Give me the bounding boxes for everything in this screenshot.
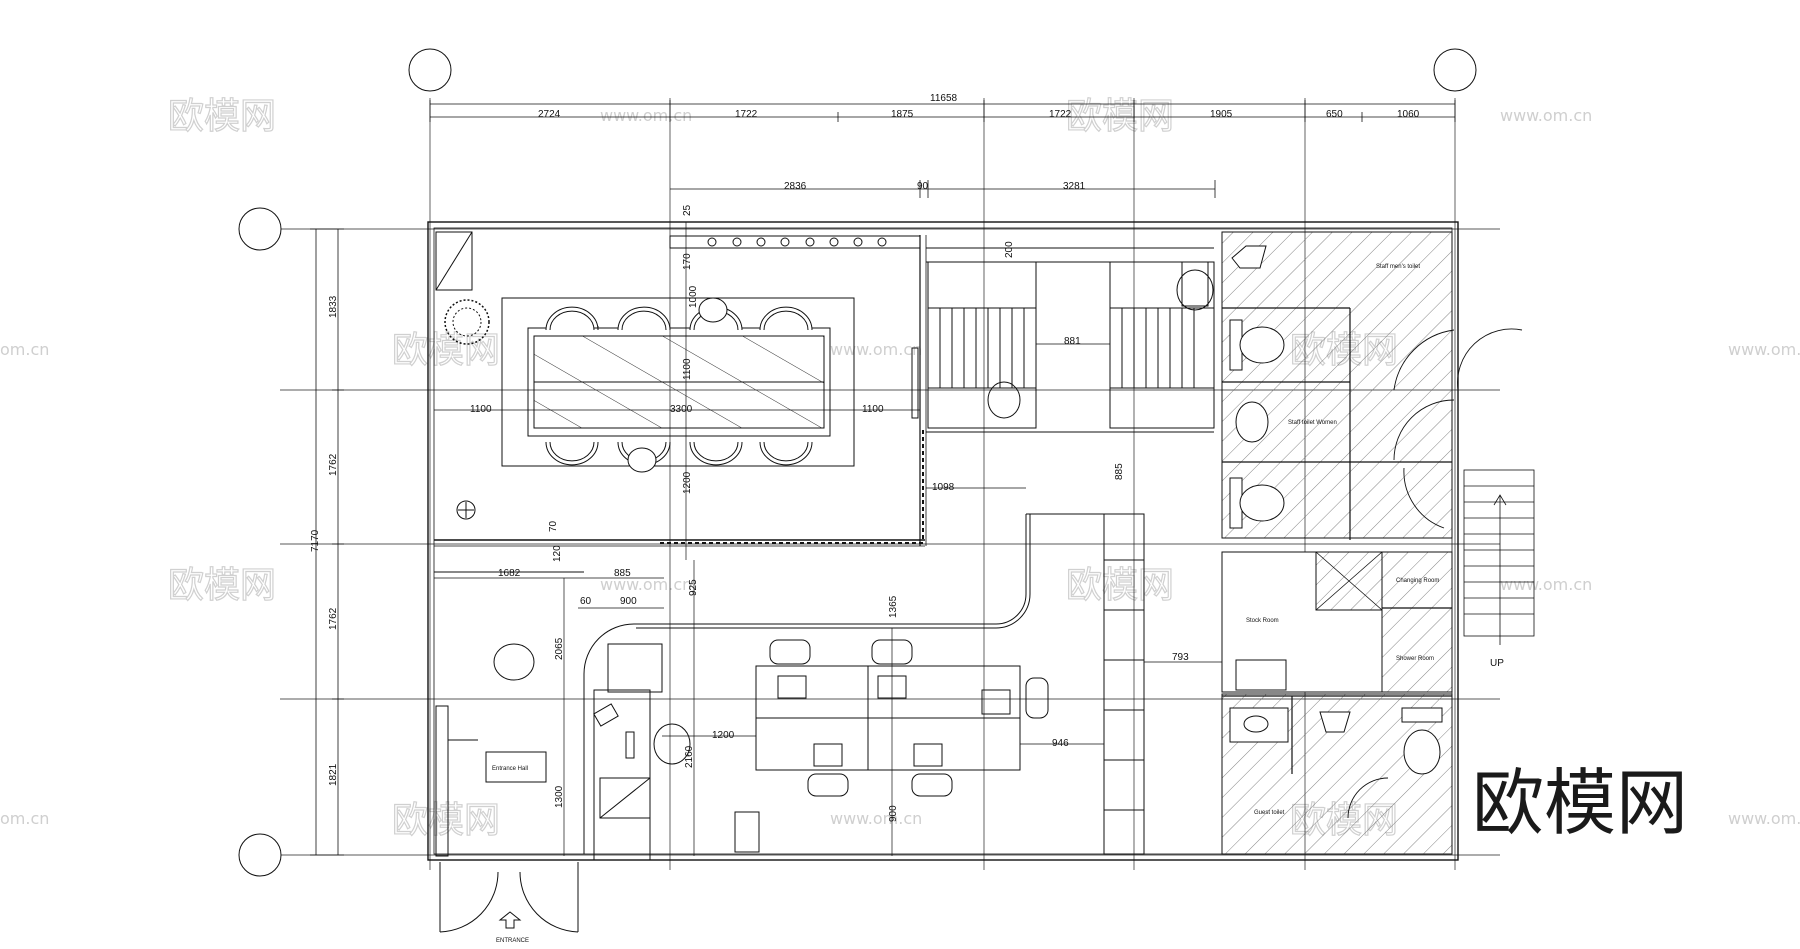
dim-3300: 3300: [670, 404, 693, 415]
room-label-changing-room: Changing Room: [1396, 578, 1439, 584]
dim-1682: 1682: [498, 568, 521, 579]
dim-900-a: 900: [620, 596, 637, 607]
room-label-guest-toilet: Guest toilet: [1254, 810, 1285, 816]
dim-left-seg-1: 1833: [328, 295, 339, 318]
dim-left-seg-2: 1762: [328, 453, 339, 476]
dim-1098: 1098: [932, 482, 955, 493]
dim-885-a: 885: [1114, 463, 1125, 480]
dim-top-seg-1: 2724: [538, 109, 561, 120]
watermark-url: www.om.cn: [1728, 809, 1800, 828]
dim-1300: 1300: [554, 785, 565, 808]
watermark-url: www.om.cn: [1500, 575, 1592, 594]
watermark-url: om.cn: [0, 809, 49, 828]
watermark-url: om.cn: [0, 340, 49, 359]
work-area: [583, 513, 1145, 861]
left-dimension-chain: [310, 228, 344, 856]
grid-bubbles: [238, 48, 1477, 877]
dim-25: 25: [682, 204, 693, 216]
watermark-url: www.om.cn: [600, 106, 692, 125]
watermark-url: www.om.cn: [830, 340, 922, 359]
dim-left-total: 7170: [310, 529, 321, 552]
watermark-brand: 欧模网: [392, 800, 500, 841]
room-label-staff-mens-toilet: Staff men's toilet: [1376, 264, 1420, 270]
dim-second-1: 2836: [784, 181, 807, 192]
dim-top-seg-2: 1722: [735, 109, 758, 120]
watermarks: 欧模网 www.om.cn 欧模网 www.om.cn om.cn 欧模网 ww…: [0, 95, 1800, 845]
dim-top-seg-6: 650: [1326, 109, 1343, 120]
dim-1100-c: 1100: [862, 404, 884, 415]
dim-900-b: 900: [888, 805, 899, 822]
dim-1000: 1000: [688, 285, 699, 308]
top-dimension-chain: [429, 100, 1456, 198]
ceiling-lights: [707, 237, 887, 247]
dim-top-seg-3: 1875: [891, 109, 914, 120]
watermark-brand: 欧模网: [168, 96, 276, 137]
dim-170: 170: [682, 253, 693, 270]
interior-dim-lines: [434, 222, 1222, 856]
room-label-staff-toilet-women: Staff toilet Women: [1288, 420, 1337, 426]
dim-60: 60: [580, 596, 592, 607]
entrance-hall-label: Entrance Hall: [492, 766, 528, 772]
dim-second-3: 3281: [1063, 181, 1086, 192]
entrance-hall: [434, 571, 584, 933]
service-block: [1221, 231, 1535, 855]
dim-top-seg-5: 1905: [1210, 109, 1233, 120]
watermark-brand: 欧模网: [392, 330, 500, 371]
watermark-brand: 欧模网: [1066, 565, 1174, 606]
dim-793: 793: [1172, 652, 1189, 663]
dim-top-seg-4: 1722: [1049, 109, 1072, 120]
dim-1200-a: 1200: [682, 471, 693, 494]
dim-top-seg-7: 1060: [1397, 109, 1420, 120]
meeting-room: [434, 231, 927, 547]
dim-1200-b: 1200: [712, 730, 735, 741]
dim-1100-a: 1100: [682, 358, 693, 380]
room-label-stock-room: Stock Room: [1246, 618, 1279, 624]
dim-left-seg-4: 1821: [328, 763, 339, 786]
stair-up-label: UP: [1490, 658, 1504, 669]
dim-1100-b: 1100: [470, 404, 492, 415]
dim-1365: 1365: [888, 595, 899, 618]
lounge-sofas: [926, 247, 1215, 433]
watermark-url: www.om.cn: [830, 809, 922, 828]
dim-200: 200: [1004, 241, 1015, 258]
dim-885-b: 885: [614, 568, 631, 579]
dim-925: 925: [688, 579, 699, 596]
room-label-shower-room: Shower Room: [1396, 656, 1434, 662]
watermark-brand: 欧模网: [168, 565, 276, 606]
dim-881: 881: [1064, 336, 1081, 347]
entrance-label: ENTRANCE: [496, 938, 529, 944]
exterior-walls: [427, 221, 1459, 861]
dim-946: 946: [1052, 738, 1069, 749]
watermark-url: www.om.cn: [1500, 106, 1592, 125]
watermark-brand-large: 欧模网: [1472, 761, 1688, 845]
watermark-brand: 欧模网: [1066, 96, 1174, 137]
watermark-url: www.om.cn: [600, 575, 692, 594]
dim-2160: 2160: [684, 745, 695, 768]
dim-120: 120: [552, 545, 563, 562]
dim-70: 70: [548, 520, 559, 532]
dim-left-seg-3: 1762: [328, 607, 339, 630]
dim-2065: 2065: [554, 637, 565, 660]
dim-top-total: 11658: [930, 93, 958, 104]
meeting-chairs: [545, 297, 813, 473]
dim-second-2: 90: [917, 181, 929, 192]
watermark-url: www.om.cn: [1728, 340, 1800, 359]
